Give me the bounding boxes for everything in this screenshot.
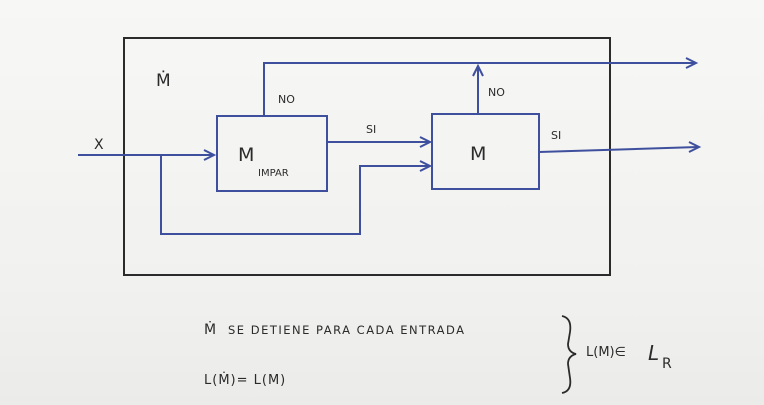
bypass-arrowhead: [419, 160, 433, 172]
note-line1-symbol: Ṁ: [204, 320, 216, 338]
si-label-2: SI: [551, 129, 561, 142]
conclusion-set-symbol: L: [648, 341, 659, 365]
machine-boundary: [123, 37, 611, 276]
machine-label: Ṁ: [156, 70, 171, 91]
no-label-1: NO: [278, 93, 295, 106]
input-label: X: [94, 137, 104, 153]
note-line1-text: SE DETIENE PARA CADA ENTRADA: [228, 323, 466, 337]
no-line-1: [263, 62, 694, 116]
si-arrow-2: [538, 146, 699, 153]
conclusion-set-subscript: R: [662, 356, 672, 372]
si-label-1: SI: [366, 123, 376, 136]
box-m-impar-label: M: [238, 144, 254, 166]
conclusion-text: L(M)∈: [586, 345, 626, 360]
curly-brace: [561, 315, 577, 394]
box-m-label: M: [470, 143, 486, 165]
box-m-impar: [216, 115, 328, 192]
note-line2: L(Ṁ)= L(M): [204, 372, 286, 388]
input-arrowhead: [203, 149, 217, 161]
no-arrowhead-1: [685, 57, 699, 69]
no-label-2: NO: [488, 86, 505, 99]
si-arrowhead-2: [688, 141, 702, 153]
no-arrowhead-2: [472, 63, 484, 77]
bypass-line: [160, 155, 428, 235]
si-arrowhead-1: [419, 136, 433, 148]
box-m-impar-subscript: IMPAR: [258, 168, 289, 179]
